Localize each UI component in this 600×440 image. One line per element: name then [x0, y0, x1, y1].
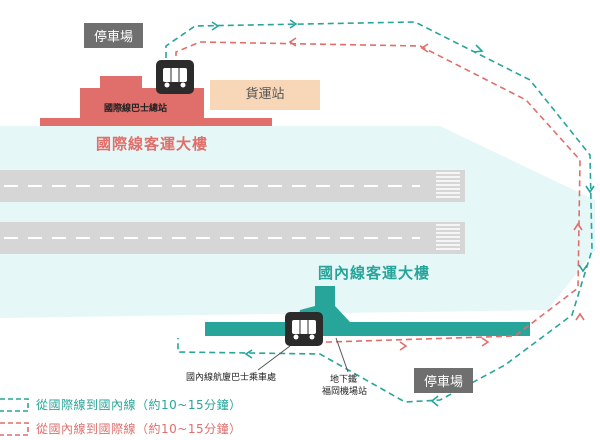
- legend-item-red: 從國內線到國際線（約10~15分鐘）: [0, 420, 242, 437]
- parking-label-bottom: 停車場: [414, 368, 474, 393]
- dom-terminal-title: 國內線客運大樓: [318, 264, 431, 282]
- international-terminal-building: [40, 76, 272, 126]
- teal-dashed-swatch: [0, 397, 29, 412]
- runway-2: [0, 222, 465, 254]
- teal-arrows: [211, 19, 595, 407]
- legend-text-teal: 從國際線到國內線（約10~15分鐘）: [36, 398, 242, 412]
- runway-1: [0, 170, 465, 202]
- legend-text-red: 從國內線到國際線（約10~15分鐘）: [36, 422, 242, 436]
- intl-terminal-title: 國際線客運大樓: [96, 135, 209, 153]
- red-dashed-swatch: [0, 421, 29, 436]
- leader-bus-stop: [257, 345, 291, 371]
- red-arrows: [288, 37, 585, 351]
- bus-icon-international: [156, 60, 194, 94]
- route-intl-to-dom: [165, 21, 593, 403]
- subway-label-line1: 地下鐵: [330, 375, 358, 385]
- cargo-station-label: 貨運站: [210, 80, 320, 110]
- dom-bus-stop-label: 國內線航廈巴士乘車處: [186, 373, 277, 383]
- subway-label-line2: 福岡機場站: [322, 387, 368, 397]
- legend-item-teal: 從國際線到國內線（約10~15分鐘）: [0, 396, 242, 413]
- leader-subway: [335, 337, 349, 373]
- bus-icon-domestic: [285, 312, 323, 346]
- intl-bus-stop-label: 國際線巴士總站: [104, 104, 168, 114]
- parking-label-top: 停車場: [84, 23, 144, 48]
